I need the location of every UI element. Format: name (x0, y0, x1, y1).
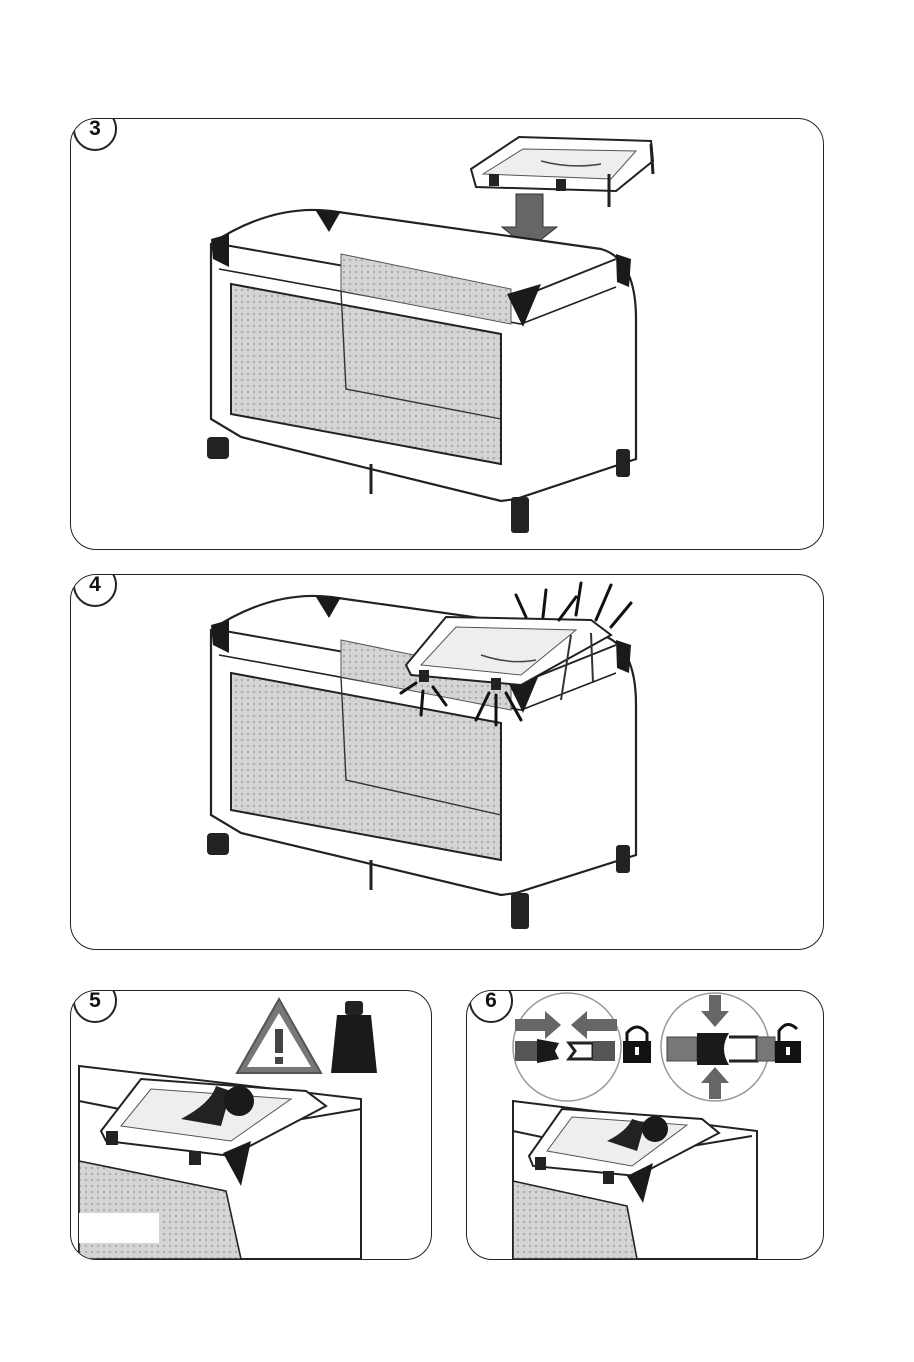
step-3-illustration (71, 119, 823, 549)
playpen-top (79, 1066, 361, 1259)
lock-closed-icon (623, 1027, 651, 1063)
step-3-panel: 3 (70, 118, 824, 550)
step-6-panel: 6 (466, 990, 824, 1260)
playpen-top (513, 1101, 757, 1259)
step-5-illustration (71, 991, 431, 1259)
step-5-panel: 5 (70, 990, 432, 1260)
step-6-illustration (467, 991, 823, 1259)
changing-table (471, 137, 653, 207)
playpen (207, 210, 636, 533)
buckle-closed (667, 1033, 775, 1065)
lock-open-icon (775, 1024, 801, 1063)
corner-marker (616, 640, 631, 673)
weight-icon (331, 1001, 377, 1073)
step-4-panel: 4 (70, 574, 824, 950)
step-4-illustration (71, 575, 823, 949)
corner-marker (616, 254, 631, 287)
warning-triangle-icon (237, 999, 321, 1073)
